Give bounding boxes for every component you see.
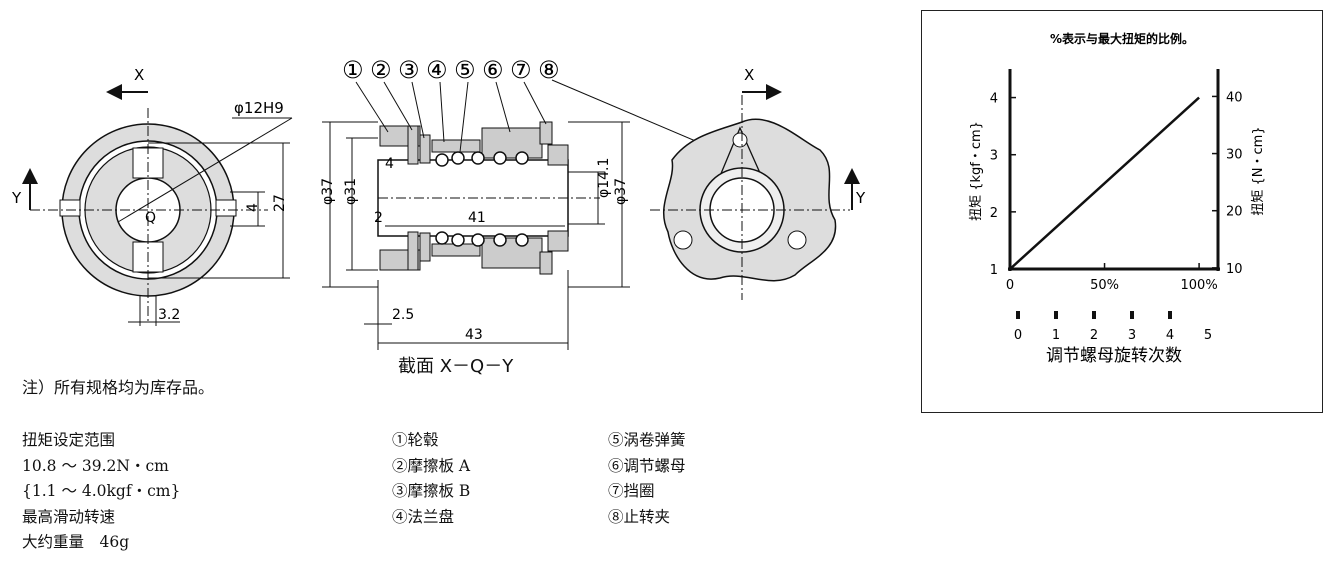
dim-2-5: 2.5 [392, 307, 414, 323]
ytick-left-label: 4 [990, 92, 998, 107]
ytick-left-label: 3 [990, 149, 998, 164]
specs-block: 扭矩设定范围 10.8 ～ 39.2N・cm {1.1 ～ 4.0kgf・cm}… [22, 428, 180, 556]
xtick-label: 100% [1181, 278, 1218, 293]
parts-list-2: ⑤涡卷弹簧 ⑥调节螺母 ⑦挡圈 ⑧止转夹 [608, 428, 686, 530]
dim-43: 43 [465, 327, 483, 343]
turn-tick-label: 0 [1014, 328, 1022, 343]
callout-5: ⑤ [454, 56, 476, 84]
turn-tick-label: 4 [1166, 328, 1174, 343]
turn-tick-mark [1168, 311, 1172, 319]
torque-line [1009, 96, 1200, 270]
part-7: ⑦挡圈 [608, 482, 655, 500]
section-view: φ37 φ31 4 2 41 φ14.1 φ37 2.5 43 ① ② ③ ④ … [320, 56, 713, 350]
part-callouts: ① ② ③ ④ ⑤ ⑥ ⑦ ⑧ [342, 56, 560, 84]
dim-4-left: 4 [245, 203, 261, 212]
torque-range-label: 扭矩设定范围 [22, 431, 116, 449]
max-slip-speed-label: 最高滑动转速 [22, 507, 116, 526]
technical-drawing: X Y Q φ12H9 4 27 3.2 [11, 56, 866, 350]
dim-41: 41 [468, 210, 486, 226]
part-6: ⑥调节螺母 [608, 456, 686, 475]
callout-1: ① [342, 56, 364, 84]
turn-tick-mark [1130, 311, 1134, 319]
callout-4: ④ [426, 56, 448, 84]
part-8: ⑧止转夹 [608, 507, 671, 526]
dim-phi14-1: φ14.1 [596, 158, 612, 198]
part-5: ⑤涡卷弹簧 [608, 431, 686, 449]
ylabel-right: 扭矩 {N・cm} [1251, 126, 1266, 215]
dim-2: 2 [374, 210, 383, 226]
part-3: ③摩擦板 B [392, 482, 471, 500]
xlabel-bottom: 调节螺母旋转次数 [1046, 346, 1182, 366]
turn-tick-label: 5 [1204, 328, 1212, 343]
turn-tick-label: 3 [1128, 328, 1136, 343]
axis-x-label: X [134, 66, 144, 84]
dim-27: 27 [272, 194, 288, 212]
turn-tick-mark [1054, 311, 1058, 319]
ytick-right-label: 40 [1226, 90, 1243, 105]
part-1: ①轮毂 [392, 431, 439, 449]
axis-y-label: Y [11, 189, 22, 207]
axis-y-label-right: Y [855, 189, 866, 207]
turn-tick-label: 2 [1090, 328, 1098, 343]
callout-8: ⑧ [538, 56, 560, 84]
part-2: ②摩擦板 A [392, 456, 471, 475]
chart-title: %表示与最大扭矩的比例。 [1050, 31, 1194, 46]
ytick-right-label: 10 [1226, 262, 1243, 277]
turn-tick-mark [1016, 311, 1020, 319]
ylabel-left: 扭矩 {kgf・cm} [969, 121, 984, 221]
dim-phi37-right: φ37 [613, 178, 629, 205]
dim-3-2: 3.2 [158, 307, 180, 323]
turn-tick-label: 1 [1052, 328, 1060, 343]
part-4: ④法兰盘 [392, 507, 455, 526]
ytick-left-label: 2 [990, 206, 998, 221]
callout-6: ⑥ [482, 56, 504, 84]
bore-dim: φ12H9 [234, 99, 284, 117]
callout-7: ⑦ [510, 56, 532, 84]
dim-phi31: φ31 [343, 178, 359, 205]
center-q-label: Q [145, 210, 156, 226]
xtick-label: 0 [1006, 278, 1014, 293]
weight: 大约重量 46g [22, 533, 130, 551]
xtick-label: 50% [1090, 278, 1119, 293]
rear-view: X Y [650, 66, 866, 300]
dim-4-section: 4 [385, 156, 394, 172]
dim-phi37-left: φ37 [320, 178, 336, 205]
turn-tick-mark [1092, 311, 1096, 319]
section-caption: 截面 X－Q－Y [398, 356, 514, 377]
ytick-right-label: 20 [1226, 205, 1243, 220]
ytick-left-label: 1 [990, 263, 998, 278]
torque-range-kgf: {1.1 ～ 4.0kgf・cm} [22, 482, 181, 500]
ytick-right-label: 30 [1226, 148, 1243, 163]
stock-note: 注）所有规格均为库存品。 [22, 378, 215, 397]
axis-x-label-right: X [744, 66, 754, 84]
callout-2: ② [370, 56, 392, 84]
parts-list-1: ①轮毂 ②摩擦板 A ③摩擦板 B ④法兰盘 [392, 428, 470, 530]
callout-3: ③ [398, 56, 420, 84]
front-view: X Y Q φ12H9 4 27 3.2 [11, 66, 293, 326]
torque-range-nm: 10.8 ～ 39.2N・cm [22, 456, 169, 475]
